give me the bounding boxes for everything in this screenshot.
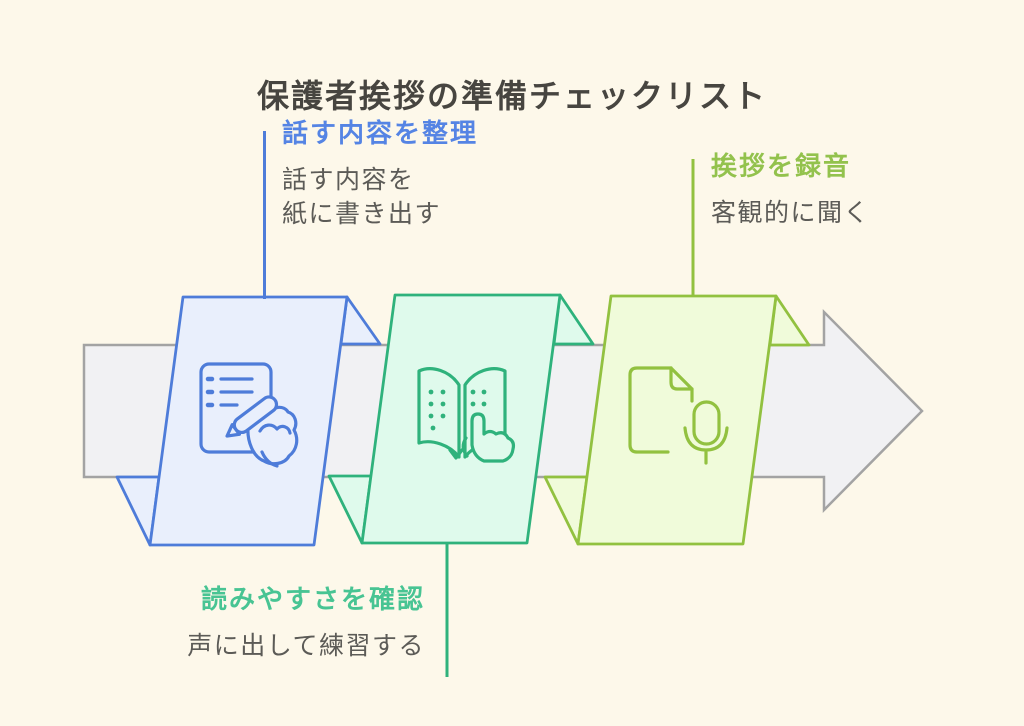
step-heading: 話す内容を整理 bbox=[282, 119, 479, 149]
braille-dots bbox=[428, 389, 487, 431]
panel-shape bbox=[360, 293, 562, 545]
step-panel-record bbox=[576, 294, 778, 546]
step-description: 客観的に聞く bbox=[711, 198, 871, 227]
step-description: 声に出して練習する bbox=[187, 631, 425, 660]
step-heading: 読みやすさを確認 bbox=[200, 585, 425, 615]
step-description: 話す内容を 紙に書き出す bbox=[282, 165, 442, 228]
step-label-record: 挨拶を録音 客観的に聞く bbox=[711, 152, 870, 230]
step-panel-readability bbox=[360, 293, 562, 545]
step-label-organize: 話す内容を整理 話す内容を 紙に書き出す bbox=[282, 119, 478, 231]
page-title: 保護者挨拶の準備チェックリスト bbox=[256, 77, 767, 116]
panel-shape bbox=[576, 294, 778, 546]
step-label-readability: 読みやすさを確認 声に出して練習する bbox=[187, 585, 425, 663]
step-heading: 挨拶を録音 bbox=[711, 152, 852, 182]
open-book-finger-icon bbox=[417, 367, 516, 463]
document-microphone-icon bbox=[628, 366, 729, 465]
step-panel-organize bbox=[148, 295, 349, 547]
note-and-pen-icon bbox=[199, 362, 299, 468]
